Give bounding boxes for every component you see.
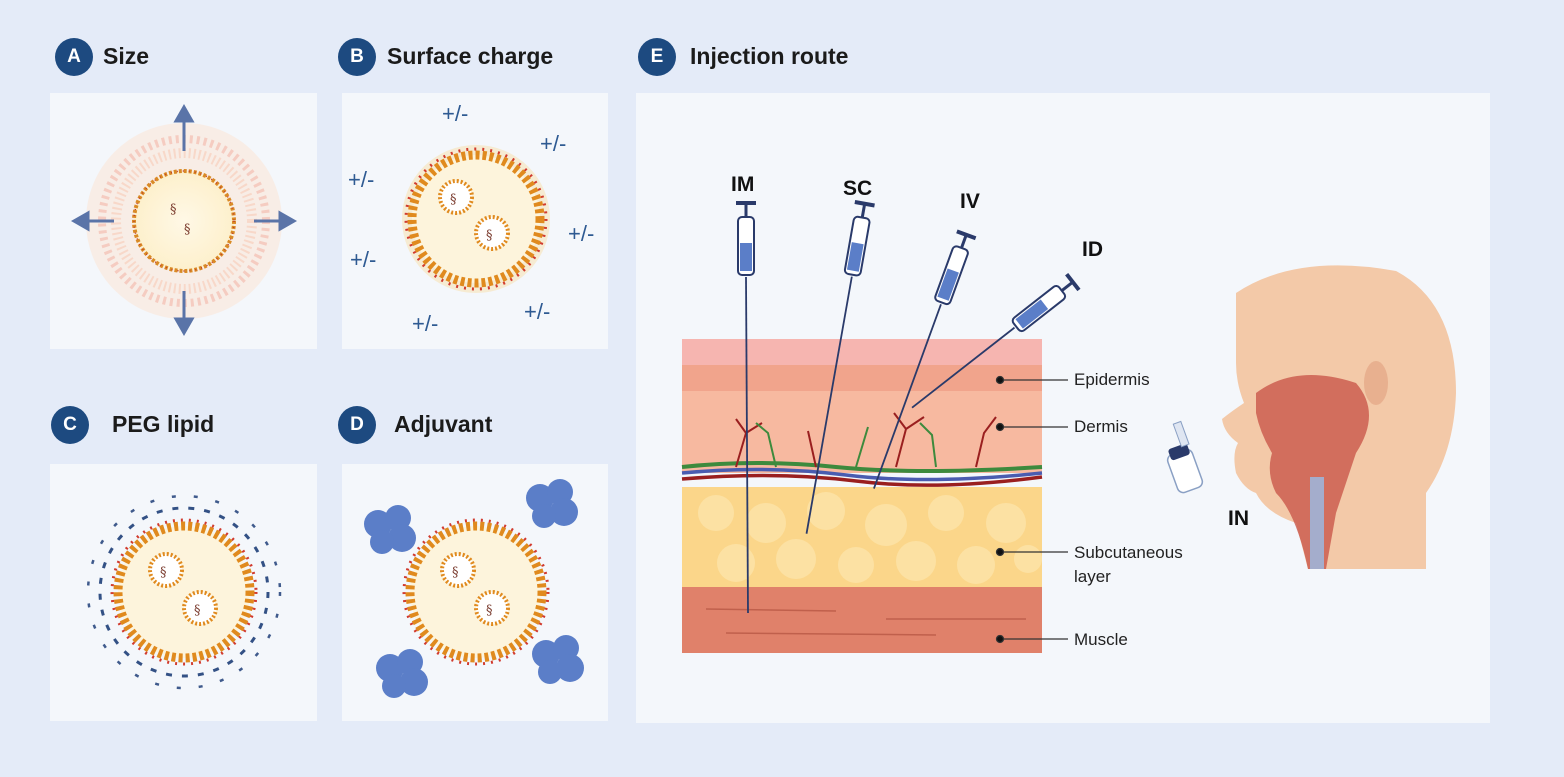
- panel-c-peg-lipid: § §: [50, 464, 317, 721]
- syringe-sc: [805, 200, 875, 534]
- adjuvant-proteins: [364, 479, 584, 698]
- svg-text:§: §: [170, 202, 177, 217]
- panel-e-badge: E: [638, 38, 676, 76]
- panel-c-title: PEG lipid: [112, 411, 215, 437]
- route-label-im: IM: [731, 173, 755, 196]
- charge-label-7: +/-: [412, 311, 439, 336]
- panel-b-surface-charge: § § +/- +/- +/- +/- +/- +/- +/-: [342, 93, 608, 349]
- layer-label-muscle: Muscle: [1074, 630, 1128, 649]
- layer-label-dermis: Dermis: [1074, 417, 1128, 436]
- panel-c-badge: C: [51, 406, 89, 444]
- svg-text:§: §: [486, 228, 493, 243]
- layer-label-subcutaneous-line2: layer: [1074, 567, 1111, 586]
- svg-text:§: §: [184, 222, 191, 237]
- route-label-iv: IV: [960, 190, 980, 213]
- charge-label-3: +/-: [348, 167, 375, 192]
- muscle-layer: [682, 587, 1042, 653]
- layer-label-epidermis: Epidermis: [1074, 370, 1150, 389]
- panel-b-badge: B: [338, 38, 376, 76]
- svg-text:§: §: [452, 565, 459, 580]
- panel-d-adjuvant: § §: [342, 464, 608, 721]
- charge-label-4: +/-: [568, 221, 595, 246]
- svg-text:§: §: [450, 192, 457, 207]
- injection-route-illustration: [681, 200, 1456, 653]
- skin-top-face: [682, 339, 1042, 365]
- charge-label-5: +/-: [350, 247, 377, 272]
- panel-d-badge: D: [338, 406, 376, 444]
- size-arrows: [70, 103, 298, 337]
- peg-lnp-illustration: § §: [86, 494, 282, 690]
- svg-text:§: §: [160, 565, 167, 580]
- route-label-id: ID: [1082, 238, 1103, 261]
- panel-e-title: Injection route: [690, 43, 849, 69]
- route-label-in: IN: [1228, 507, 1249, 530]
- syringe-id: [911, 272, 1081, 409]
- charge-lnp-illustration: § §: [402, 145, 550, 293]
- syringe-im: [736, 201, 756, 614]
- adjuvant-lnp-illustration: § §: [364, 479, 584, 698]
- panel-a-size: § §: [50, 93, 317, 349]
- charge-label-6: +/-: [524, 299, 551, 324]
- panel-a-title: Size: [103, 43, 150, 69]
- epidermis-layer: [682, 365, 1042, 391]
- size-lnp-illustration: § §: [70, 103, 298, 337]
- panel-e-injection-route: IM SC IV ID IN Epidermis Dermis Subcutan…: [636, 93, 1490, 723]
- head-profile: [1222, 265, 1456, 569]
- syringe-iv: [873, 229, 977, 489]
- svg-text:§: §: [194, 603, 201, 618]
- svg-text:§: §: [486, 603, 493, 618]
- layer-label-subcutaneous: Subcutaneous: [1074, 543, 1183, 562]
- nasal-spray-bottle: [1166, 420, 1204, 494]
- panel-d-title: Adjuvant: [394, 411, 493, 437]
- charge-label-2: +/-: [540, 131, 567, 156]
- panel-a-badge: A: [55, 38, 93, 76]
- route-label-sc: SC: [843, 177, 873, 200]
- panel-b-title: Surface charge: [387, 43, 554, 69]
- charge-label-1: +/-: [442, 101, 469, 126]
